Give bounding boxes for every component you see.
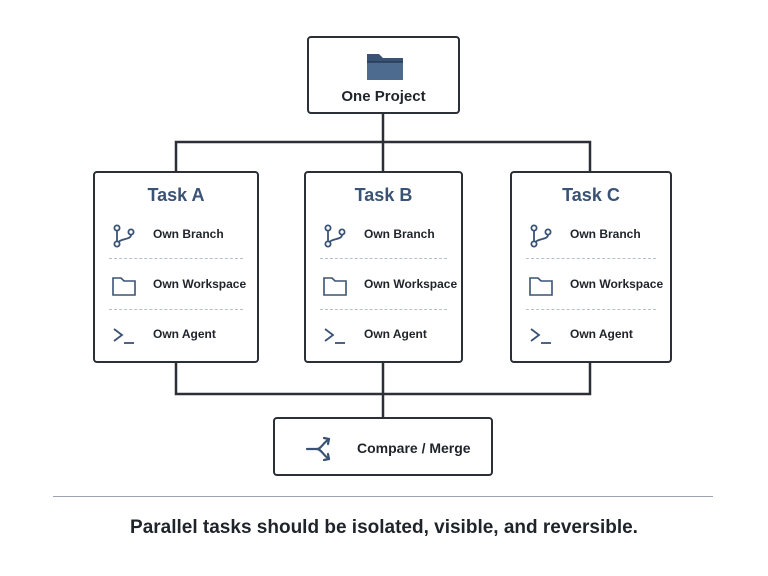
task-row-branch: Own Branch	[512, 211, 670, 261]
task-box-c: Task C Own Branch Own Workspace Own Agen…	[510, 171, 672, 363]
row-label: Own Workspace	[570, 277, 664, 291]
row-label: Own Workspace	[153, 277, 247, 291]
row-divider	[526, 258, 656, 259]
task-row-workspace: Own Workspace	[95, 261, 257, 311]
project-label: One Project	[341, 88, 426, 105]
task-title: Task C	[562, 185, 620, 205]
bottom-branch-line	[174, 363, 592, 396]
task-row-workspace: Own Workspace	[306, 261, 461, 311]
row-label: Own Agent	[570, 327, 633, 341]
row-divider	[320, 258, 447, 259]
terminal-icon	[113, 328, 134, 344]
task-title: Task A	[147, 185, 205, 205]
row-divider	[109, 309, 243, 310]
row-label: Own Agent	[364, 327, 427, 341]
task-row-agent: Own Agent	[306, 311, 461, 361]
row-label: Own Branch	[570, 227, 641, 241]
row-divider	[320, 309, 447, 310]
top-branch-line	[174, 140, 592, 171]
folder-icon	[367, 54, 403, 80]
terminal-icon	[530, 328, 551, 344]
branch-icon	[113, 224, 135, 248]
merge-icon	[305, 436, 331, 462]
project-box: One Project	[307, 36, 460, 114]
folder-outline-icon	[323, 277, 347, 296]
terminal-icon	[324, 328, 345, 344]
row-label: Own Agent	[153, 327, 216, 341]
task-row-agent: Own Agent	[512, 311, 670, 361]
merge-box: Compare / Merge	[273, 417, 493, 476]
task-row-branch: Own Branch	[95, 211, 257, 261]
branch-icon	[324, 224, 346, 248]
folder-outline-icon	[529, 277, 553, 296]
row-divider	[109, 258, 243, 259]
row-label: Own Branch	[364, 227, 435, 241]
branch-icon	[530, 224, 552, 248]
task-box-b: Task B Own Branch Own Workspace Own Agen…	[304, 171, 463, 363]
folder-outline-icon	[112, 277, 136, 296]
row-label: Own Workspace	[364, 277, 458, 291]
caption: Parallel tasks should be isolated, visib…	[130, 517, 638, 538]
divider	[53, 496, 713, 497]
row-divider	[526, 309, 656, 310]
task-title: Task B	[354, 185, 413, 205]
row-label: Own Branch	[153, 227, 224, 241]
task-row-workspace: Own Workspace	[512, 261, 670, 311]
task-box-a: Task A Own Branch Own Workspace Own Agen…	[93, 171, 259, 363]
task-row-branch: Own Branch	[306, 211, 461, 261]
merge-label: Compare / Merge	[357, 440, 471, 456]
task-row-agent: Own Agent	[95, 311, 257, 361]
